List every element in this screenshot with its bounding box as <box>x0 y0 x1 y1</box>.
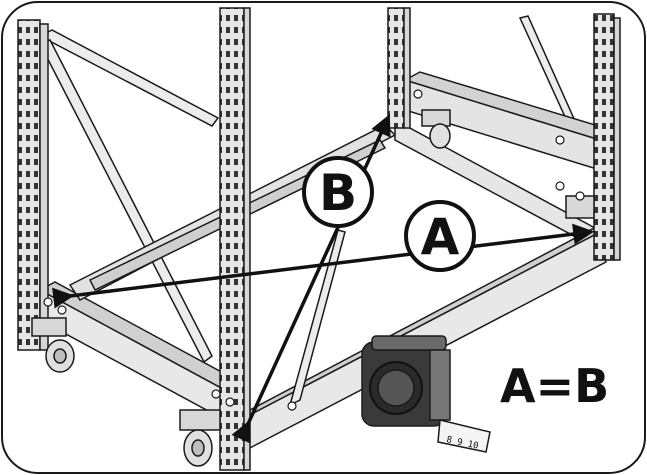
label-b-badge: B <box>302 156 374 228</box>
label-a-badge: A <box>404 200 476 272</box>
upright-back-left <box>17 19 49 351</box>
upright-front-left <box>219 7 251 471</box>
caster-front-left <box>179 409 221 467</box>
caster-back-left <box>31 317 75 373</box>
label-a-text: A <box>421 208 460 266</box>
tape-measure-icon: 8 9 10 <box>361 335 491 453</box>
equation-label: A=B <box>500 359 609 413</box>
upright-back-right <box>387 7 411 129</box>
upright-front-right <box>593 13 621 261</box>
caster-back-right <box>421 109 451 149</box>
label-b-text: B <box>319 164 357 222</box>
